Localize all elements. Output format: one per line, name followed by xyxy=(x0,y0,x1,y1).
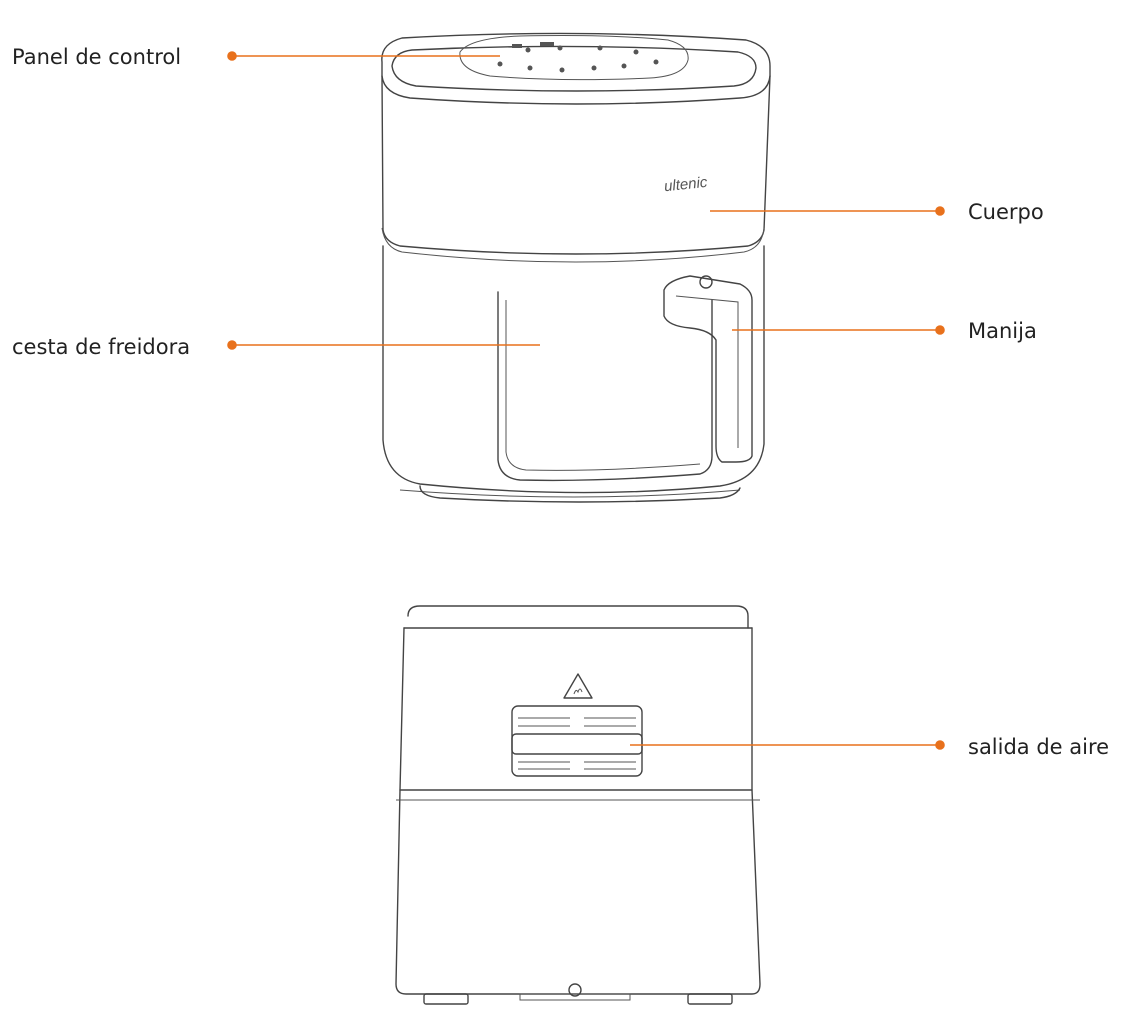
control-panel-buttons xyxy=(497,42,659,73)
back-lid xyxy=(407,605,749,629)
back-upper-outline xyxy=(399,627,753,791)
hot-surface-warning-icon xyxy=(563,673,593,699)
label-control-panel: Panel de control xyxy=(12,45,182,69)
control-panel-display xyxy=(459,35,689,81)
handle xyxy=(663,275,753,463)
air-fryer-back-view xyxy=(395,605,761,1005)
label-basket: cesta de freidora xyxy=(12,335,191,359)
label-handle: Manija xyxy=(968,319,1037,343)
lid-outline xyxy=(381,32,771,105)
back-lower-outline xyxy=(395,789,761,995)
basket-front xyxy=(497,291,713,482)
air-outlet-vent xyxy=(511,705,643,777)
fryer-feet xyxy=(423,983,733,1005)
body-upper-outline xyxy=(381,75,771,255)
label-air-outlet: salida de aire xyxy=(968,735,1110,759)
air-fryer-front-view xyxy=(381,32,771,503)
body-lower-outline xyxy=(382,245,765,494)
label-body: Cuerpo xyxy=(968,200,1044,224)
callout-lines xyxy=(227,51,945,750)
